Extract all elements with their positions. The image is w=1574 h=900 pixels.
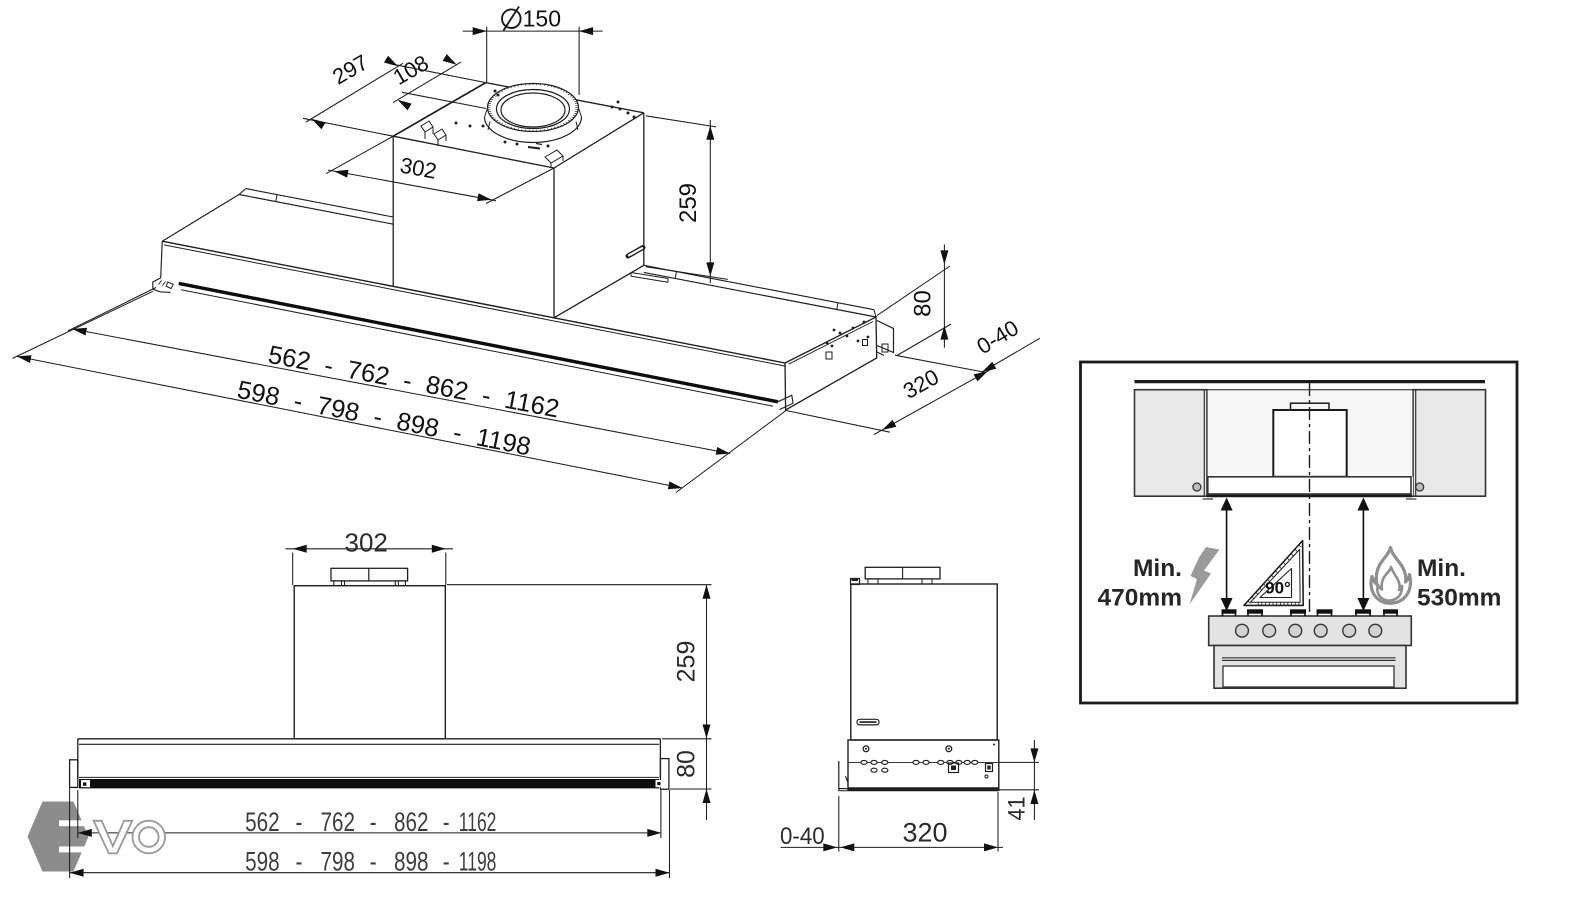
svg-text:470mm: 470mm bbox=[1098, 585, 1182, 612]
svg-text:862: 862 bbox=[394, 808, 428, 838]
svg-text:-: - bbox=[370, 808, 377, 838]
svg-text:798: 798 bbox=[320, 847, 354, 877]
svg-text:Min.: Min. bbox=[1417, 555, 1466, 582]
svg-text:0-40: 0-40 bbox=[780, 822, 825, 849]
svg-text:762: 762 bbox=[320, 808, 354, 838]
svg-text:-: - bbox=[370, 847, 377, 877]
svg-text:-: - bbox=[443, 808, 450, 838]
svg-text:259: 259 bbox=[675, 183, 702, 223]
svg-text:898: 898 bbox=[394, 847, 428, 877]
svg-text:-: - bbox=[443, 847, 450, 877]
svg-text:1162: 1162 bbox=[459, 807, 497, 837]
svg-text:530mm: 530mm bbox=[1417, 585, 1501, 612]
svg-text:150: 150 bbox=[523, 6, 561, 32]
svg-text:562: 562 bbox=[245, 808, 279, 838]
svg-text:320: 320 bbox=[902, 818, 947, 848]
svg-text:259: 259 bbox=[673, 641, 701, 683]
svg-text:80: 80 bbox=[910, 290, 937, 317]
svg-text:-: - bbox=[296, 847, 303, 877]
svg-text:598: 598 bbox=[245, 847, 279, 877]
svg-text:80: 80 bbox=[673, 750, 701, 778]
svg-text:41: 41 bbox=[1002, 796, 1029, 820]
svg-text:302: 302 bbox=[345, 528, 388, 558]
svg-text:Min.: Min. bbox=[1133, 555, 1182, 582]
svg-text:-: - bbox=[296, 808, 303, 838]
svg-text:90°: 90° bbox=[1265, 579, 1291, 598]
svg-text:1198: 1198 bbox=[459, 847, 497, 877]
